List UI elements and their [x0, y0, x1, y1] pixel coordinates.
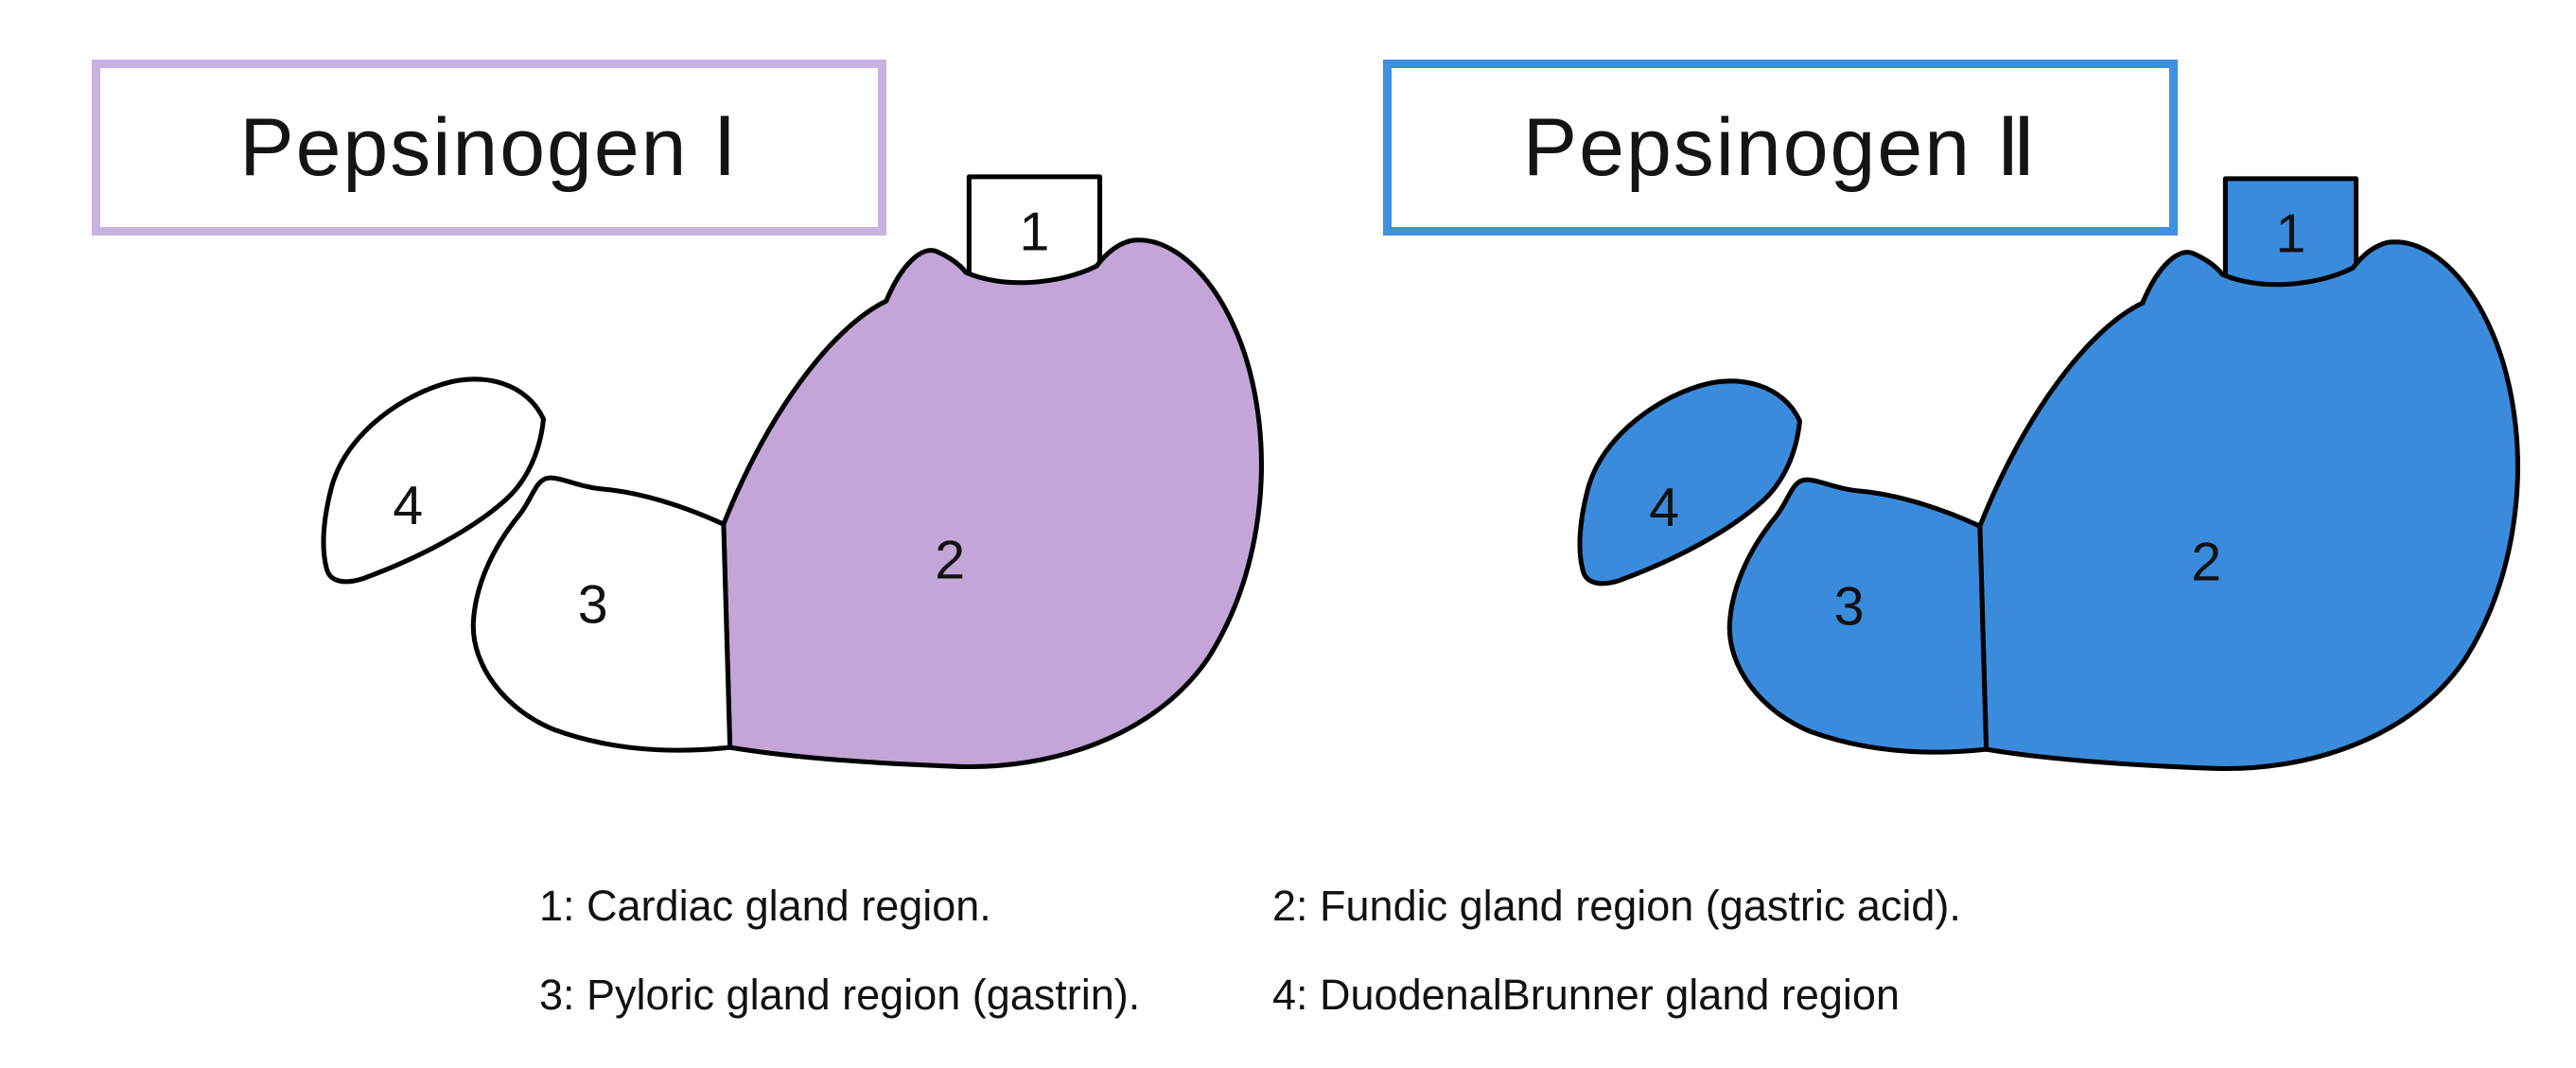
legend-item-3: 3: Pyloric gland region (gastrin). — [539, 971, 1141, 1019]
region-4-label: 4 — [1649, 478, 1679, 538]
pepsinogen-1-title: Pepsinogen Ⅰ — [239, 102, 739, 193]
legend-item-4: 4: DuodenalBrunner gland region — [1272, 971, 1900, 1019]
legend-item-2: 2: Fundic gland region (gastric acid). — [1272, 882, 1961, 930]
pepsinogen-2-title-box: Pepsinogen Ⅱ — [1383, 60, 2178, 236]
pepsinogen-1-title-box: Pepsinogen Ⅰ — [92, 60, 886, 236]
region-3-pyloric — [1726, 477, 1989, 755]
region-1-label: 1 — [1020, 201, 1050, 262]
region-3-pyloric — [470, 475, 733, 753]
region-2-label: 2 — [935, 530, 965, 590]
region-4-label: 4 — [393, 476, 423, 536]
legend-item-1: 1: Cardiac gland region. — [539, 882, 991, 930]
region-3-label: 3 — [1834, 577, 1865, 638]
region-4-duodenal — [321, 376, 547, 585]
region-2-fundic — [1977, 239, 2520, 772]
region-3-label: 3 — [578, 575, 608, 636]
stomach-diagram-pepsinogen-1: 1 2 3 4 — [321, 174, 1264, 770]
pepsinogen-2-title: Pepsinogen Ⅱ — [1522, 102, 2039, 193]
region-2-fundic — [721, 237, 1264, 770]
region-2-label: 2 — [2191, 532, 2221, 592]
stomach-diagram-pepsinogen-2: 1 2 3 4 — [1577, 176, 2520, 772]
region-4-duodenal — [1577, 378, 1803, 587]
region-1-label: 1 — [2276, 203, 2306, 264]
legend: 1: Cardiac gland region. 2: Fundic gland… — [539, 882, 1961, 1020]
